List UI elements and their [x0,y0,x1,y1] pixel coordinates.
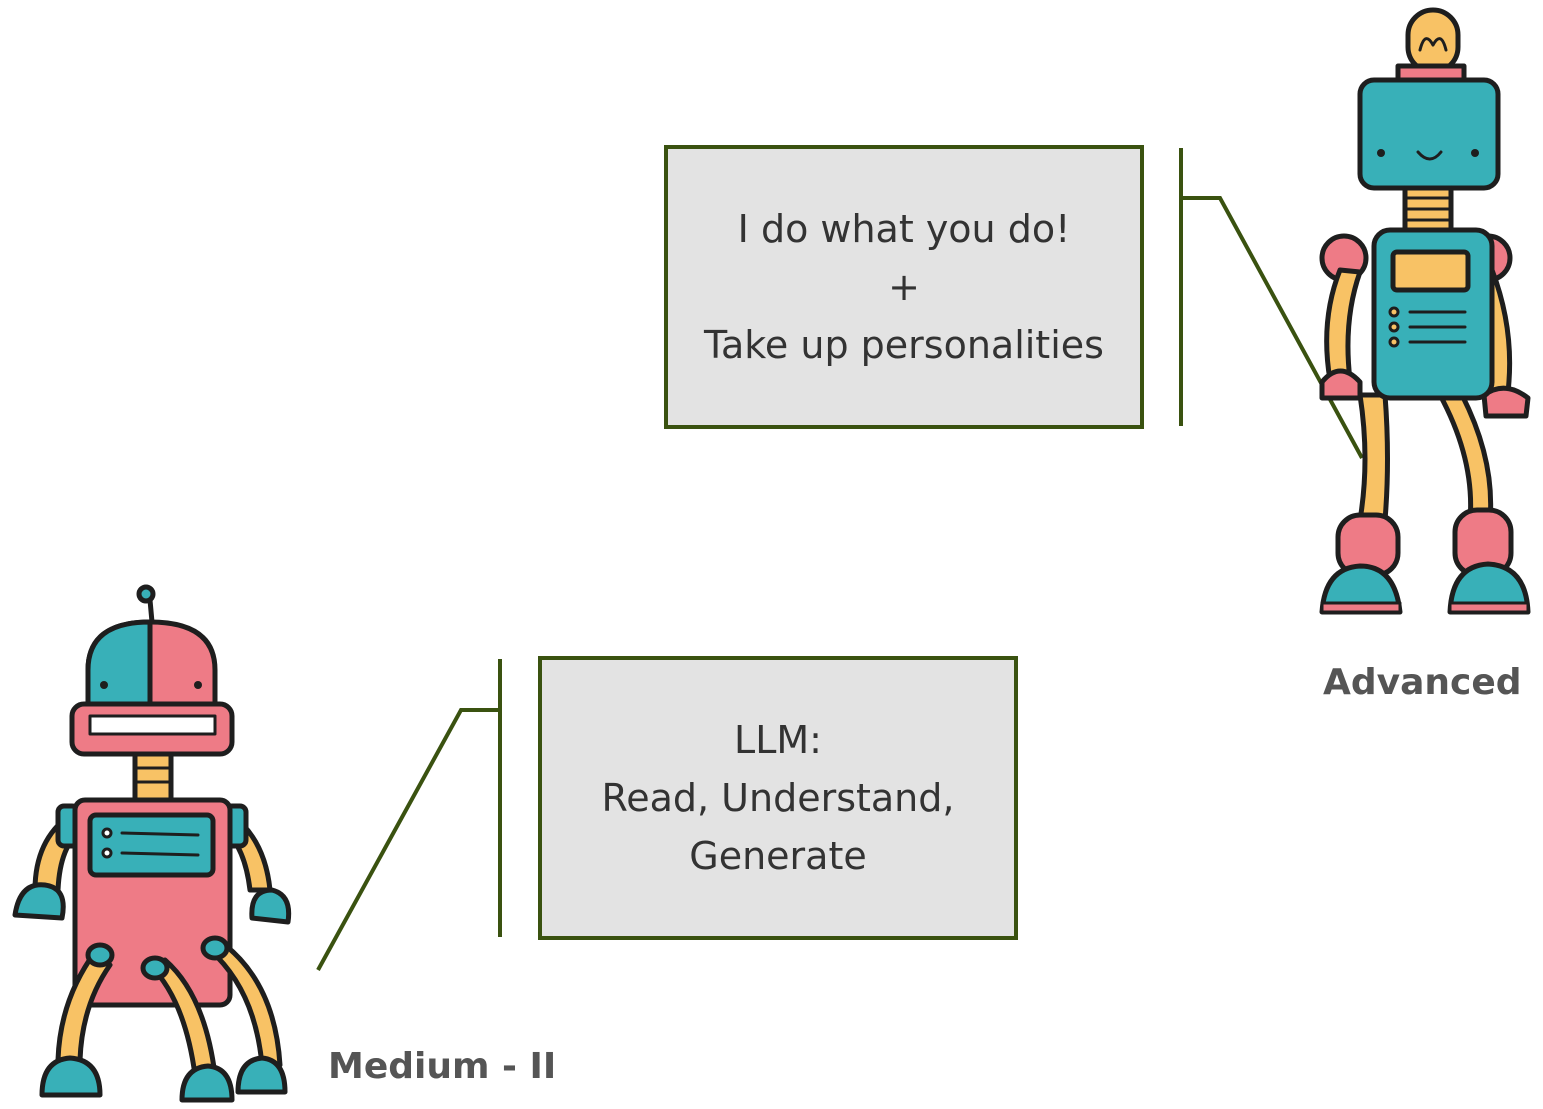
medium-robot-label: Medium - II [328,1046,557,1087]
medium-callout-line-1: LLM: [734,718,822,762]
medium-robot-illustration [12,584,292,1103]
medium-callout-box: LLM: Read, Understand, Generate [538,656,1018,940]
medium-leader-line [316,708,500,971]
advanced-callout-line-3: Take up personalities [704,323,1104,367]
advanced-callout-box: I do what you do! + Take up personalitie… [664,145,1144,429]
medium-connector [316,659,502,971]
advanced-connector [1179,148,1364,459]
advanced-callout-line-2: + [888,265,920,309]
medium-callout-line-2: Read, Understand, [601,776,955,820]
advanced-callout-line-1: I do what you do! [737,207,1071,251]
advanced-leader-line [1181,196,1364,459]
medium-callout-line-3: Generate [689,834,867,878]
advanced-robot-label: Advanced [1323,662,1522,703]
advanced-robot-illustration [1319,7,1531,615]
